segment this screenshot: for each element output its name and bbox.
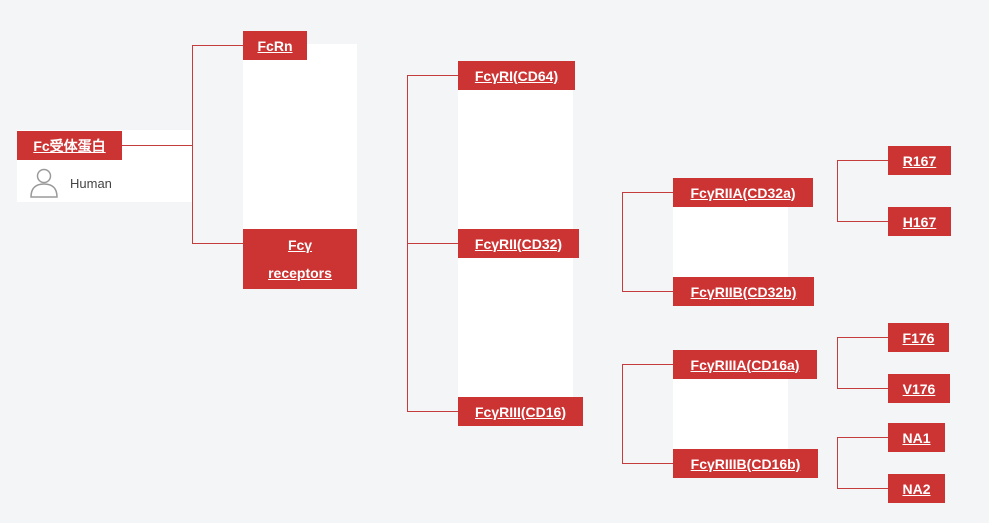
connector bbox=[192, 45, 243, 46]
node-fcgriiia[interactable]: FcγRIIIA(CD16a) bbox=[673, 350, 817, 379]
node-fcgamma-line2: receptors bbox=[268, 265, 332, 281]
connector bbox=[837, 160, 888, 161]
connector bbox=[407, 411, 458, 412]
node-h167[interactable]: H167 bbox=[888, 207, 951, 236]
node-v176[interactable]: V176 bbox=[888, 374, 950, 403]
node-f176[interactable]: F176 bbox=[888, 323, 949, 352]
connector bbox=[622, 364, 673, 365]
connector bbox=[622, 192, 673, 193]
person-outline-icon bbox=[30, 168, 58, 198]
node-fcgri[interactable]: FcγRI(CD64) bbox=[458, 61, 575, 90]
connector bbox=[622, 192, 623, 291]
level3-panel-upper bbox=[673, 192, 788, 292]
connector bbox=[192, 243, 243, 244]
node-na2[interactable]: NA2 bbox=[888, 474, 945, 503]
connector bbox=[622, 291, 673, 292]
connector bbox=[837, 388, 888, 389]
connector bbox=[622, 364, 623, 463]
connector bbox=[622, 463, 673, 464]
node-fcgamma-receptors[interactable]: Fcγ receptors bbox=[243, 229, 357, 289]
connector bbox=[837, 160, 838, 221]
connector bbox=[407, 75, 458, 76]
connector bbox=[837, 337, 888, 338]
species-label: Human bbox=[70, 176, 112, 191]
node-na1[interactable]: NA1 bbox=[888, 423, 945, 452]
node-fcgriii[interactable]: FcγRIII(CD16) bbox=[458, 397, 583, 426]
connector bbox=[192, 45, 193, 243]
connector bbox=[837, 437, 888, 438]
connector bbox=[837, 337, 838, 388]
connector bbox=[122, 145, 192, 146]
node-fcgrii[interactable]: FcγRII(CD32) bbox=[458, 229, 579, 258]
node-fcrn[interactable]: FcRn bbox=[243, 31, 307, 60]
node-fcgamma-line1: Fcγ bbox=[287, 237, 313, 253]
connector bbox=[407, 243, 458, 244]
level3-panel-lower bbox=[673, 362, 788, 464]
connector bbox=[837, 488, 888, 489]
node-fcgriiib[interactable]: FcγRIIIB(CD16b) bbox=[673, 449, 818, 478]
node-fcgriib[interactable]: FcγRIIB(CD32b) bbox=[673, 277, 814, 306]
node-fcgriia[interactable]: FcγRIIA(CD32a) bbox=[673, 178, 813, 207]
connector bbox=[837, 437, 838, 488]
node-r167[interactable]: R167 bbox=[888, 146, 951, 175]
connector bbox=[837, 221, 888, 222]
root-node[interactable]: Fc受体蛋白 bbox=[17, 131, 122, 160]
